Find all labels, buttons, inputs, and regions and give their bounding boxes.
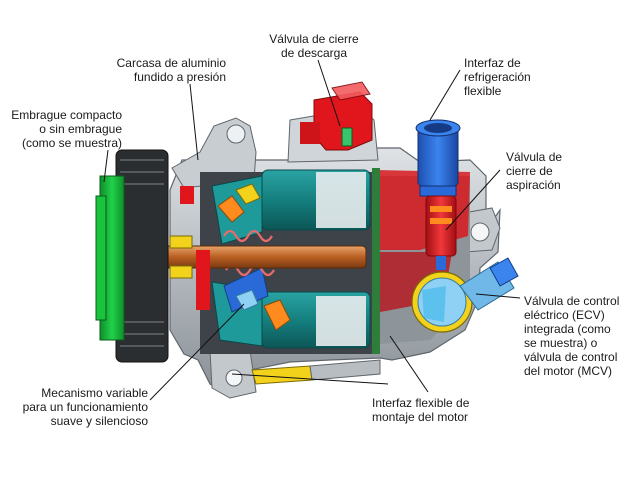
leader-suction [445, 169, 501, 231]
label-line: integrada (como [524, 322, 611, 336]
label-line: Válvula de control [524, 294, 620, 308]
label-cooling-interface: Interfaz de refrigeración flexible [464, 56, 574, 98]
piston-lower [261, 291, 371, 349]
label-line: Carcasa de aluminio [116, 56, 226, 70]
label-line: o sin embrague [39, 122, 122, 136]
label-line: Interfaz flexible de [372, 396, 470, 410]
label-line: Interfaz de [464, 56, 521, 70]
label-mount-interface: Interfaz flexible de montaje del motor [372, 396, 502, 424]
leader-mount [389, 335, 429, 393]
label-line: refrigeración [464, 70, 531, 84]
label-ecv: Válvula de control eléctrico (ECV) integ… [524, 294, 628, 378]
mount-interface-part [251, 359, 381, 385]
label-line: válvula de control [524, 350, 618, 364]
pulley [115, 149, 169, 363]
leader-mount-2 [231, 373, 389, 385]
label-line: cierre de [506, 164, 553, 178]
label-line: Válvula de cierre [269, 32, 359, 46]
leader-ecv [475, 293, 521, 299]
suction-valve-part [425, 195, 457, 270]
leader-lines [103, 59, 521, 401]
ecv-part [411, 257, 519, 333]
label-line: se muestra) o [524, 336, 598, 350]
label-line: de descarga [280, 46, 348, 60]
label-line: Válvula de [506, 150, 563, 164]
discharge-valve-part [300, 81, 373, 151]
cooling-fitting [415, 119, 461, 197]
leader-discharge [317, 59, 341, 127]
label-line: fundido a presión [133, 70, 226, 84]
label-discharge-valve: Válvula de cierre de descarga [258, 32, 370, 60]
leader-clutch [103, 149, 109, 183]
leader-housing [189, 83, 199, 161]
label-housing: Carcasa de aluminio fundido a presión [112, 56, 226, 84]
label-clutch: Embrague compacto o sin embrague (como s… [10, 108, 122, 150]
label-line: para un funcionamiento [22, 400, 148, 414]
label-line: Mecanismo variable [41, 386, 148, 400]
label-line: suave y silencioso [50, 414, 148, 428]
swash-plate [211, 175, 291, 347]
front-red-parts [180, 186, 210, 310]
piston-upper [261, 169, 371, 231]
label-line: flexible [464, 84, 502, 98]
label-line: montaje del motor [372, 410, 469, 424]
label-line: (como se muestra) [21, 136, 122, 150]
leader-variable [149, 303, 245, 401]
label-line: del motor (MCV) [524, 364, 613, 378]
leader-cooling [429, 69, 461, 121]
label-variable-mechanism: Mecanismo variable para un funcionamient… [8, 386, 148, 428]
label-line: aspiración [506, 178, 561, 192]
label-line: Embrague compacto [11, 108, 122, 122]
label-line: eléctrico (ECV) [524, 308, 605, 322]
label-suction-valve: Válvula de cierre de aspiración [506, 150, 596, 192]
clutch-plate [95, 175, 125, 341]
